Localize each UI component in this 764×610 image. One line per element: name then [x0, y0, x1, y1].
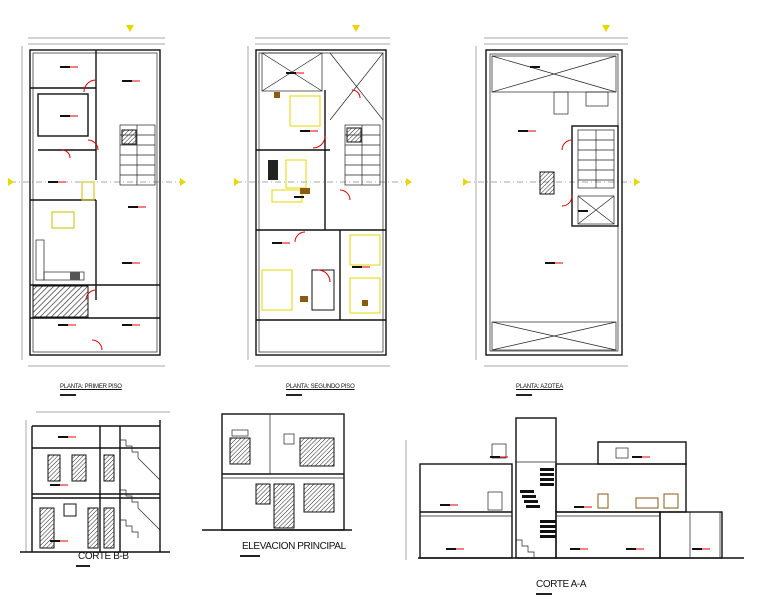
plan-roof-title: PLANTA: AZOTEA [516, 384, 564, 390]
title-underbar [76, 565, 90, 567]
axis-marker-icon [634, 178, 640, 186]
axis-marker-icon [8, 178, 14, 186]
plan-roof [463, 25, 640, 367]
axis-marker-icon [180, 178, 186, 186]
elevation-main [202, 413, 352, 531]
plan-first-floor [8, 25, 186, 367]
north-marker-icon [352, 25, 360, 32]
title-underbar [536, 593, 552, 595]
title-underbar [240, 555, 260, 557]
axis-marker-icon [463, 178, 469, 186]
title-underbar [60, 394, 76, 396]
title-underbar [516, 394, 532, 396]
north-marker-icon [602, 25, 610, 32]
axis-marker-icon [234, 178, 240, 186]
section-aa [405, 417, 744, 560]
plan-first-floor-title: PLANTA: PRIMER PISO [60, 384, 122, 390]
plan-second-floor [234, 25, 412, 367]
section-aa-title: CORTE A-A [536, 579, 587, 590]
plan-second-floor-title: PLANTA: SEGUNDO PISO [286, 384, 355, 390]
north-marker-icon [126, 25, 134, 32]
section-bb-title: CORTE B-B [78, 551, 129, 562]
section-bb [20, 411, 170, 553]
axis-marker-icon [406, 178, 412, 186]
elevation-title: ELEVACION PRINCIPAL [242, 541, 346, 552]
title-underbar [286, 394, 302, 396]
